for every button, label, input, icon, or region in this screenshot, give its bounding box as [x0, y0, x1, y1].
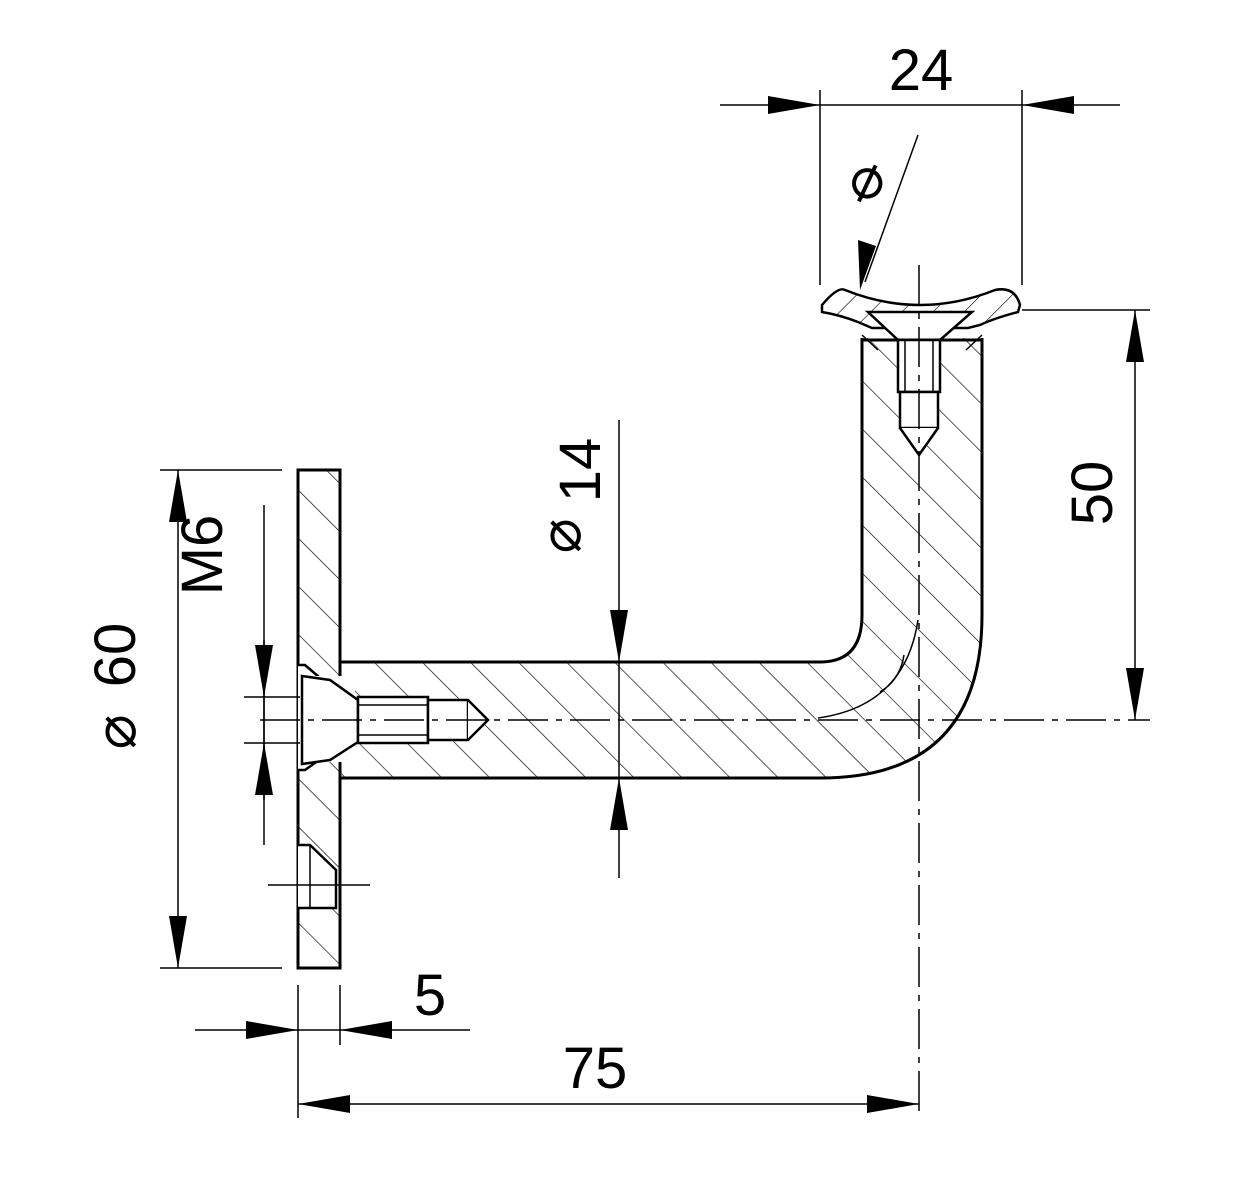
- dimension-text-plate-diameter: 60: [83, 623, 148, 688]
- dimension-height: 50: [1022, 309, 1150, 720]
- handrail-saddle: [820, 288, 1022, 458]
- bracket-tube: [340, 338, 984, 780]
- dimension-text-thread: M6: [170, 515, 235, 596]
- dimension-text-height: 50: [1060, 461, 1125, 526]
- dimension-plate-diameter: 60 ⌀: [83, 469, 282, 969]
- dimension-text-tube-diameter: 14: [548, 438, 613, 503]
- dimension-symbol-top-diameter: ⌀: [838, 142, 893, 215]
- dimension-overall-length: 75: [298, 1036, 919, 1113]
- dimension-symbol-tube-diameter: ⌀: [528, 519, 593, 554]
- dimension-top-width: 24 ⌀: [720, 38, 1120, 290]
- dimension-plate-thickness: 5: [195, 963, 470, 1118]
- dimension-tube-diameter: 14 ⌀: [528, 420, 628, 878]
- dimension-text-overall-length: 75: [563, 1036, 628, 1101]
- dimension-text-plate-thickness: 5: [414, 963, 446, 1028]
- dimension-text-top-width: 24: [889, 38, 954, 103]
- dimension-symbol-plate-diameter: ⌀: [83, 715, 148, 750]
- dimension-thread: M6: [170, 515, 300, 800]
